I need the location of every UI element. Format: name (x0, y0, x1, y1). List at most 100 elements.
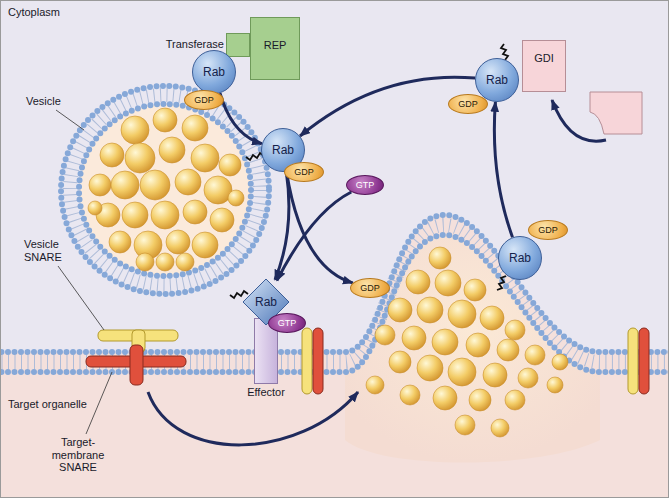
snare-complex (302, 328, 649, 394)
granule (122, 202, 148, 228)
granule (435, 270, 461, 296)
lipid-anchor (497, 276, 506, 290)
node-label: GDP (360, 284, 380, 293)
granule (466, 333, 490, 357)
granule (505, 320, 525, 340)
granule (375, 325, 395, 345)
granule (480, 306, 504, 330)
granule (175, 169, 201, 195)
granule (219, 154, 241, 176)
granule (191, 144, 219, 172)
text-label: Target-membrane SNARE (46, 436, 110, 474)
granule (125, 143, 155, 173)
granule (518, 368, 538, 388)
granule (88, 201, 102, 215)
leader-line (86, 372, 112, 434)
granule (210, 208, 234, 232)
node-label: Rab (203, 66, 225, 78)
granule (192, 232, 218, 258)
gtp-molecule: GTP (268, 313, 306, 333)
node-label: Transferase (166, 39, 224, 50)
node-label: GDP (294, 168, 314, 177)
granule (136, 253, 154, 271)
node-label: Rab (272, 144, 294, 156)
text-label: Vesicle (26, 95, 61, 108)
node-label: GDP (194, 96, 214, 105)
free-gdi (590, 92, 642, 134)
fusion-interior (345, 235, 600, 463)
node-label: REP (264, 40, 287, 51)
granule (448, 358, 476, 386)
rab-protein: Rab (192, 50, 236, 94)
gtp-molecule: GTP (346, 175, 384, 195)
cycle-arrow (494, 102, 512, 237)
target-snare-bar (639, 328, 649, 394)
vesicle-interior (79, 104, 251, 276)
node-label: GDI (534, 53, 554, 64)
vesicle-snare-bar (302, 328, 312, 394)
granule (388, 298, 412, 322)
node-label: Effector (247, 387, 285, 398)
node-label: Rab (509, 252, 531, 264)
vesicle-heads-outer (61, 86, 269, 294)
leader-line (58, 266, 104, 330)
vesicle-heads-inner (79, 104, 251, 276)
vesicle-lipid-tails (70, 95, 260, 285)
granule (406, 270, 430, 294)
granule (483, 363, 507, 387)
target-snare (86, 345, 186, 385)
granule (432, 329, 458, 355)
granule (448, 300, 476, 328)
granule (121, 116, 149, 144)
lipid-anchors (230, 44, 508, 298)
target-snare-bar (313, 328, 323, 394)
granule (159, 137, 185, 163)
text-label: Cytoplasm (8, 6, 60, 19)
granule (204, 176, 232, 204)
leader-lines (56, 110, 112, 434)
granule (183, 200, 207, 224)
granule (151, 201, 179, 229)
text-label: Vesicle SNARE (24, 238, 72, 263)
cycle-arrow (220, 93, 262, 144)
granule (464, 279, 486, 301)
granule (433, 386, 457, 410)
lipid-heads-inner (0, 235, 669, 372)
granule (156, 253, 174, 271)
granule (176, 253, 194, 271)
snare-stem (130, 345, 143, 385)
node-label: Rab (486, 74, 508, 86)
vesicle-snare-bar (628, 328, 638, 394)
granule (366, 376, 384, 394)
cycle-arrow (287, 172, 353, 283)
node-label: GTP (356, 181, 375, 190)
gdi-protein: GDI (522, 40, 566, 92)
gdp-molecule: GDP (284, 162, 324, 182)
transferase-box: Transferase (226, 33, 250, 57)
granule (89, 174, 111, 196)
granule (525, 345, 545, 365)
fusion-granules (366, 247, 568, 437)
granule (417, 297, 443, 323)
node-label: Rab (255, 296, 277, 308)
granule (111, 171, 139, 199)
granule (455, 415, 475, 435)
cycle-arrow (275, 172, 289, 280)
rab-protein: Rab (475, 58, 519, 102)
granule (547, 377, 563, 393)
granule (429, 247, 451, 269)
granule (469, 389, 491, 411)
granule (400, 385, 420, 405)
rep-protein: REP (250, 17, 300, 80)
granule (100, 143, 124, 167)
granule (402, 326, 426, 350)
gdp-molecule: GDP (448, 94, 488, 114)
rab-protein: Rab (498, 236, 542, 280)
gdp-molecule: GDP (350, 278, 390, 298)
cycle-arrow (277, 192, 351, 281)
vesicle-granules (88, 108, 244, 271)
node-label: GTP (278, 319, 297, 328)
leader-line (56, 110, 84, 130)
